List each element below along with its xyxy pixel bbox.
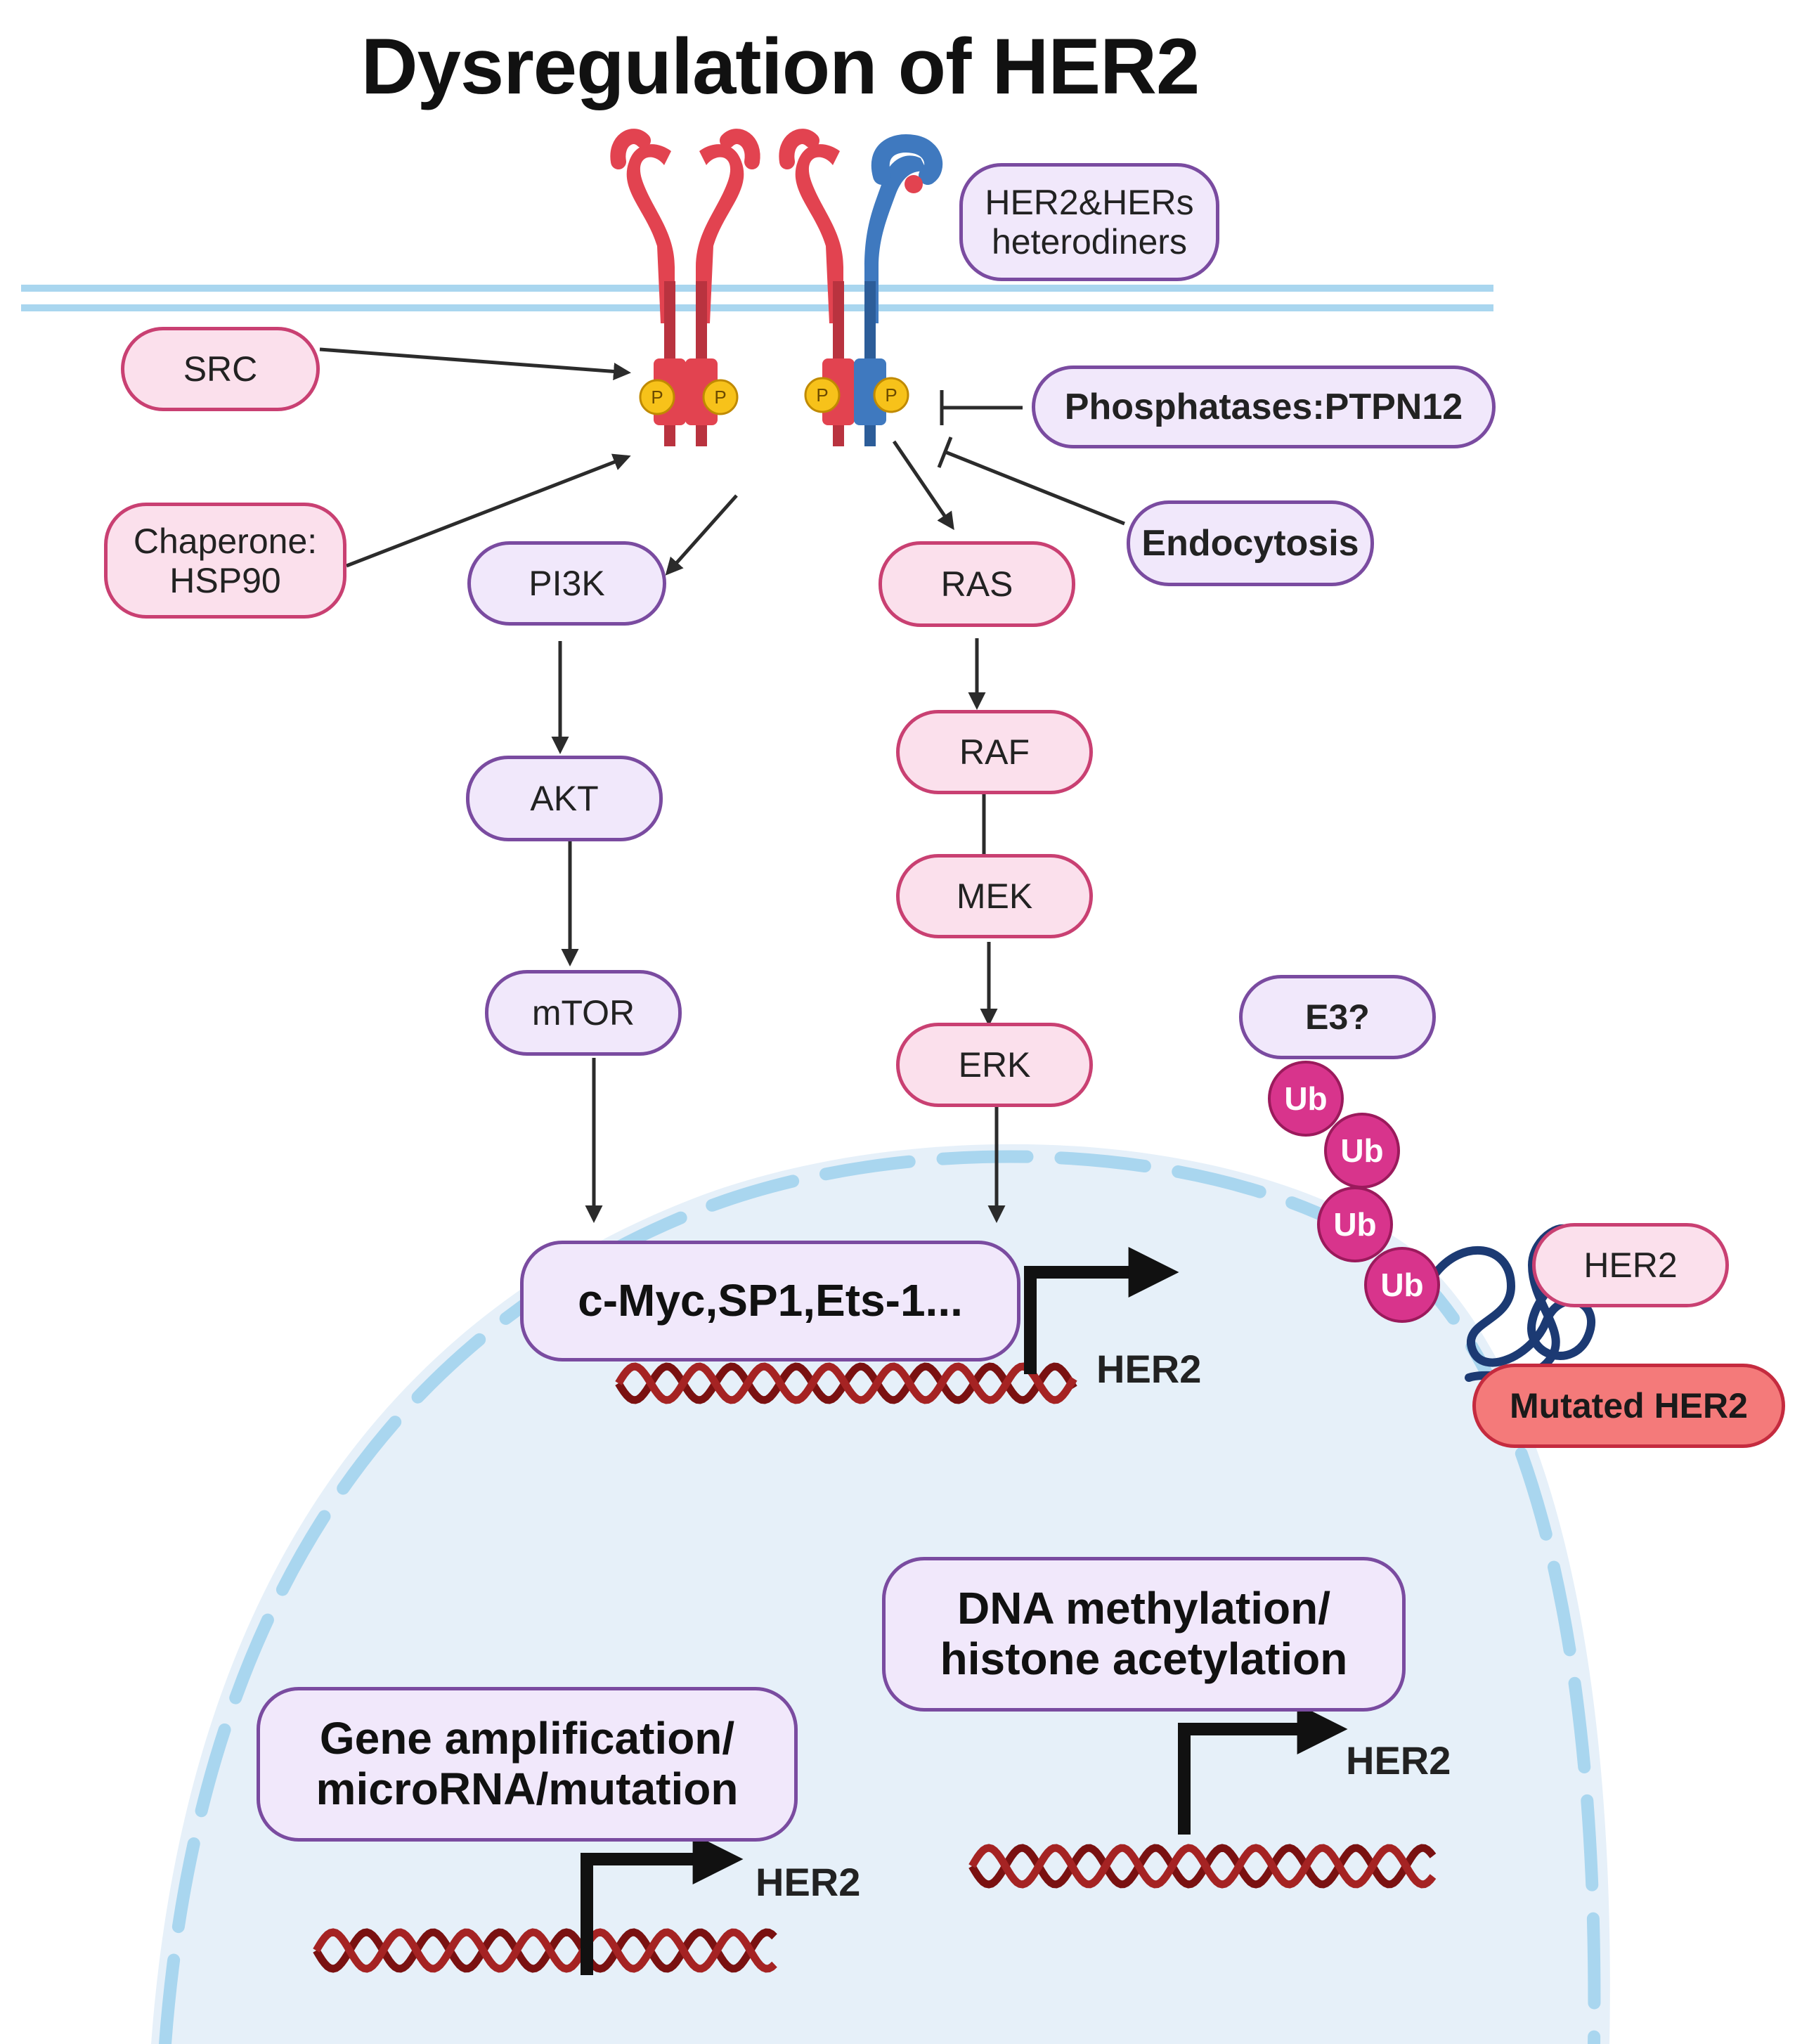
phospho-label: P <box>885 384 897 406</box>
raf-node: RAF <box>896 710 1093 794</box>
inhibit-endocytosis <box>945 450 1125 526</box>
phospho-label: P <box>816 384 828 406</box>
transcription-arrows <box>581 1247 1348 1975</box>
ubiquitin-label: Ub <box>1333 1206 1376 1243</box>
cell-membrane <box>21 285 1493 311</box>
her2-gene-label-tf: HER2 <box>1096 1347 1202 1391</box>
phospho-site-4: P <box>873 377 909 413</box>
her2-protein-node: HER2 <box>1532 1223 1729 1307</box>
phospho-label: P <box>714 387 726 408</box>
pi3k-node: PI3K <box>467 541 666 626</box>
her2-gene-label-amplification: HER2 <box>756 1860 861 1904</box>
mek-node: MEK <box>896 854 1093 938</box>
misfolded-her2-chain <box>1430 1224 1595 1382</box>
pathway-arrows <box>319 347 1006 1223</box>
ubiquitin-1: Ub <box>1268 1061 1344 1137</box>
gene-amplification-node: Gene amplification/ microRNA/mutation <box>257 1687 798 1842</box>
dna-methylation-node: DNA methylation/ histone acetylation <box>882 1557 1406 1712</box>
phospho-site-3: P <box>804 377 841 413</box>
dna-helix-methylation <box>968 1844 1437 1889</box>
endocytosis-node: Endocytosis <box>1127 500 1374 586</box>
arrow-receptor-to-ras <box>892 440 954 531</box>
her-heterodimers-label: HER2&HERs heterodiners <box>959 163 1219 281</box>
mutated-her2-node: Mutated HER2 <box>1472 1364 1785 1448</box>
mtor-node: mTOR <box>485 970 682 1056</box>
akt-node: AKT <box>466 756 663 841</box>
e3-ligase-node: E3? <box>1239 975 1436 1059</box>
ubiquitin-label: Ub <box>1380 1267 1423 1303</box>
arrow-receptor-to-pi3k <box>665 494 738 576</box>
ubiquitin-3: Ub <box>1317 1186 1393 1262</box>
tss-arrow-tf <box>1024 1247 1179 1374</box>
arrow-src-to-receptor <box>319 347 631 380</box>
arrow-chaperone-to-receptor <box>346 453 631 568</box>
her2-gene-label-methylation: HER2 <box>1346 1738 1451 1783</box>
ubiquitin-4: Ub <box>1364 1247 1440 1323</box>
transcription-factors-node: c-Myc,SP1,Ets-1... <box>520 1241 1020 1361</box>
dna-strands <box>313 1362 1437 1973</box>
ras-node: RAS <box>879 541 1075 627</box>
inhibition-lines <box>937 390 1125 526</box>
dna-helix-amplification <box>313 1928 777 1973</box>
ubiquitin-label: Ub <box>1284 1080 1327 1117</box>
src-node: SRC <box>121 327 320 411</box>
tss-arrow-amplification <box>581 1834 744 1975</box>
diagram-title: Dysregulation of HER2 <box>361 22 1200 110</box>
tss-arrow-methylation <box>1178 1704 1348 1835</box>
phosphatases-ptpn12-node: Phosphatases:PTPN12 <box>1032 366 1496 448</box>
ubiquitin-2: Ub <box>1324 1113 1400 1189</box>
dna-helix-tf <box>615 1362 1077 1404</box>
phospho-label: P <box>651 387 663 408</box>
erk-node: ERK <box>896 1023 1093 1107</box>
ubiquitin-label: Ub <box>1340 1132 1383 1169</box>
chaperone-hsp90-node: Chaperone: HSP90 <box>104 503 346 619</box>
phospho-site-2: P <box>702 379 739 415</box>
phospho-site-1: P <box>639 379 675 415</box>
